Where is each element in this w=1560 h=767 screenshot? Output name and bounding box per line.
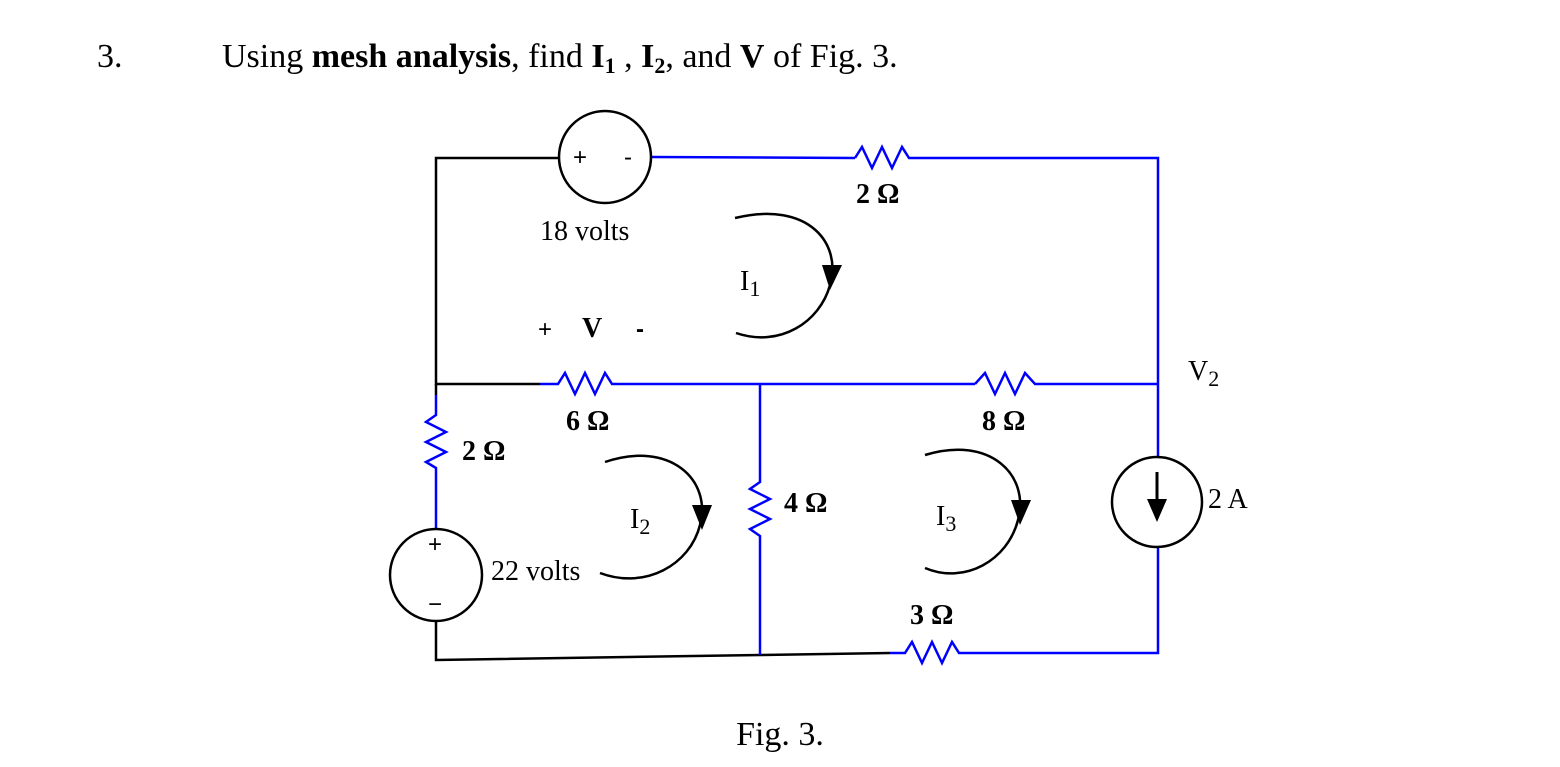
resistors bbox=[423, 144, 1045, 666]
mesh-i3-arc bbox=[924, 448, 1022, 575]
wire-top-left bbox=[434, 156, 559, 386]
question-find: , find bbox=[511, 38, 592, 75]
label-node-v2: V2 bbox=[1188, 356, 1219, 391]
v-letter: V bbox=[582, 313, 602, 344]
resistor-8ohm bbox=[974, 370, 1045, 397]
label-resistor-3: 3 Ω bbox=[910, 600, 953, 631]
source-top-minus: - bbox=[624, 144, 632, 171]
v-plus: + bbox=[538, 316, 552, 343]
figure-caption: Fig. 3. bbox=[736, 716, 824, 753]
label-mesh-i3: I3 bbox=[936, 501, 956, 536]
mesh-i2-arrow-icon bbox=[692, 505, 712, 530]
question-method: mesh analysis bbox=[311, 38, 512, 75]
resistor-3ohm bbox=[890, 639, 965, 666]
question-sep2: , and bbox=[665, 38, 740, 75]
mesh-i1-arrow-icon bbox=[822, 265, 842, 290]
mesh-i2-arc bbox=[599, 454, 704, 580]
resistor-6ohm bbox=[540, 370, 628, 397]
resistor-left-2ohm bbox=[423, 395, 449, 476]
black-wires bbox=[434, 156, 891, 662]
question-prefix: Using bbox=[222, 38, 312, 75]
resistor-4ohm bbox=[747, 470, 773, 545]
resistor-top-2ohm bbox=[853, 144, 915, 171]
label-22-volts: 22 volts bbox=[491, 556, 580, 587]
question-text: Using mesh analysis, find I1 , I2, and V… bbox=[222, 38, 898, 79]
source-top-plus: + bbox=[573, 144, 587, 171]
question-header: 3. Using mesh analysis, find I1 , I2, an… bbox=[0, 0, 1560, 100]
label-18-volts: 18 volts bbox=[540, 216, 629, 247]
question-v: V bbox=[739, 38, 765, 75]
source-left-plus: + bbox=[428, 531, 442, 558]
label-resistor-left: 2 Ω bbox=[462, 436, 505, 467]
current-source-2a bbox=[1110, 455, 1204, 549]
wire-top-right bbox=[915, 156, 1160, 384]
voltage-source-18v: + - bbox=[557, 109, 653, 205]
label-resistor-top: 2 Ω bbox=[856, 179, 899, 210]
label-resistor-4: 4 Ω bbox=[784, 488, 827, 519]
question-number: 3. bbox=[97, 38, 123, 75]
label-mesh-i2: I2 bbox=[630, 504, 650, 539]
label-mesh-i1: I1 bbox=[740, 266, 760, 301]
question-i1: I1 bbox=[591, 38, 616, 78]
mesh-arrows bbox=[599, 212, 1022, 580]
wire-bottom-left bbox=[434, 622, 891, 662]
blue-wires bbox=[434, 155, 1160, 655]
voltage-source-22v: + − bbox=[388, 527, 484, 623]
wire-right-bottom bbox=[965, 547, 1160, 655]
label-resistor-8: 8 Ω bbox=[982, 406, 1025, 437]
current-source-arrow-icon bbox=[1147, 499, 1167, 522]
mesh-arrowheads bbox=[692, 265, 1031, 530]
label-v-polarity: + V - bbox=[538, 313, 644, 344]
label-current-source: 2 A bbox=[1208, 484, 1248, 515]
source-left-minus: − bbox=[428, 591, 442, 618]
v-minus: - bbox=[636, 316, 644, 343]
question-sep1: , bbox=[615, 38, 642, 75]
mesh-i3-arrow-icon bbox=[1011, 500, 1031, 525]
wire-top bbox=[650, 155, 856, 160]
question-suffix: of Fig. 3. bbox=[764, 38, 898, 75]
question-i2: I2 bbox=[641, 38, 666, 78]
label-resistor-6: 6 Ω bbox=[566, 406, 609, 437]
